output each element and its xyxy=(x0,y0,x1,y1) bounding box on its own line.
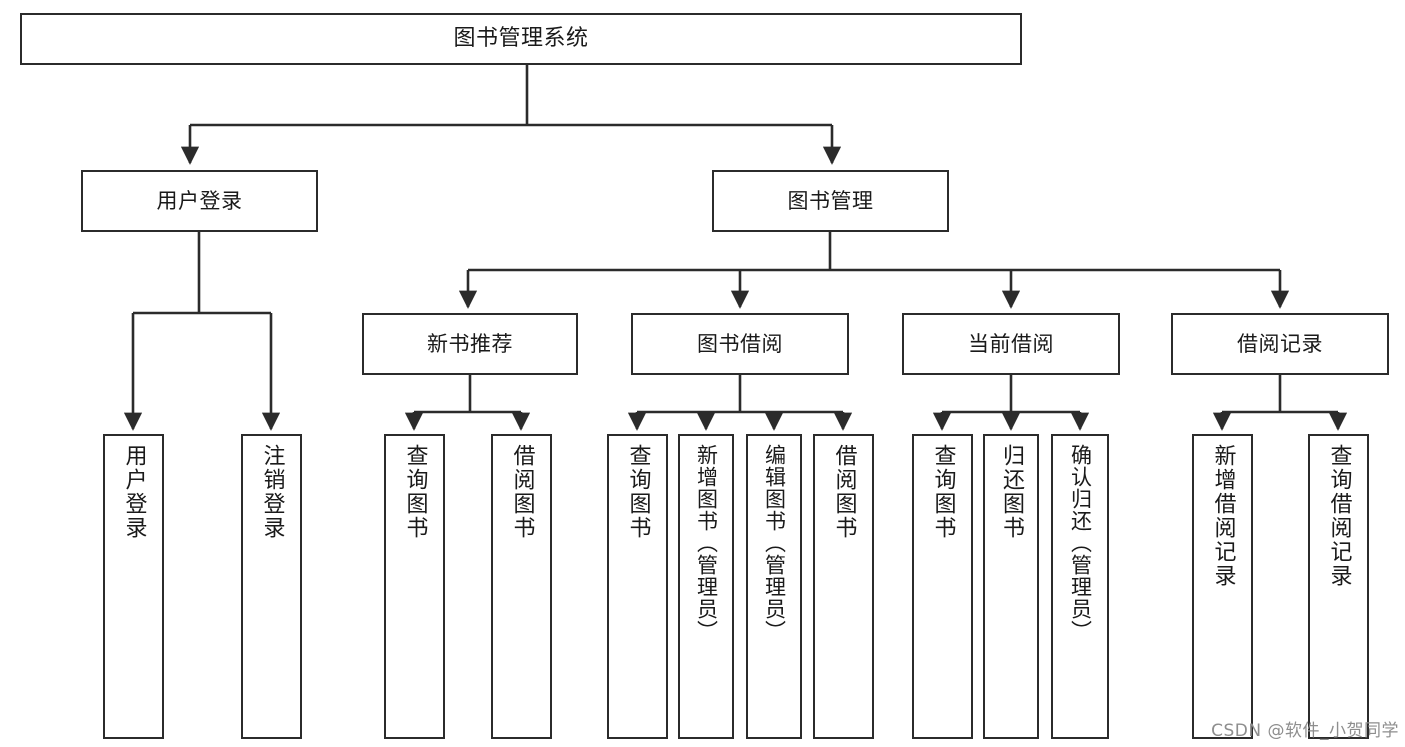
leaf-add-book[interactable]: 新增图书（管理员） xyxy=(678,434,734,739)
leaf-query-borrow-record[interactable]: 查询借阅记录 xyxy=(1308,434,1369,739)
node-user-login[interactable]: 用户登录 xyxy=(81,170,318,232)
node-label: 新增借阅记录 xyxy=(1210,444,1236,588)
watermark-text: CSDN @软件_小贺同学 xyxy=(1211,721,1399,741)
node-label: 当前借阅 xyxy=(968,331,1054,356)
node-label: 注销登录 xyxy=(259,444,285,540)
leaf-query-book-a[interactable]: 查询图书 xyxy=(384,434,445,739)
leaf-query-book-c[interactable]: 查询图书 xyxy=(912,434,973,739)
node-book-management[interactable]: 图书管理 xyxy=(712,170,949,232)
node-label: 借阅记录 xyxy=(1237,331,1323,356)
node-label: 借阅图书 xyxy=(831,444,857,540)
leaf-logout[interactable]: 注销登录 xyxy=(241,434,302,739)
node-label: 查询借阅记录 xyxy=(1326,444,1352,588)
node-root-system[interactable]: 图书管理系统 xyxy=(20,13,1022,65)
node-label: 查询图书 xyxy=(402,444,428,540)
leaf-user-login[interactable]: 用户登录 xyxy=(103,434,164,739)
leaf-query-book-b[interactable]: 查询图书 xyxy=(607,434,668,739)
leaf-borrow-book-b[interactable]: 借阅图书 xyxy=(813,434,874,739)
node-new-book-recommend[interactable]: 新书推荐 xyxy=(362,313,578,375)
leaf-add-borrow-record[interactable]: 新增借阅记录 xyxy=(1192,434,1253,739)
node-label: 图书管理系统 xyxy=(453,26,589,52)
leaf-borrow-book-a[interactable]: 借阅图书 xyxy=(491,434,552,739)
node-book-borrow[interactable]: 图书借阅 xyxy=(631,313,849,375)
node-label: 图书管理 xyxy=(787,188,874,213)
node-label: 新增图书（管理员） xyxy=(694,444,719,642)
node-label: 查询图书 xyxy=(930,444,956,540)
node-label: 查询图书 xyxy=(625,444,651,540)
node-label: 图书借阅 xyxy=(697,331,783,356)
node-current-borrow[interactable]: 当前借阅 xyxy=(902,313,1120,375)
node-label: 新书推荐 xyxy=(427,331,513,356)
leaf-edit-book[interactable]: 编辑图书（管理员） xyxy=(746,434,802,739)
node-label: 编辑图书（管理员） xyxy=(762,444,787,642)
leaf-confirm-return[interactable]: 确认归还（管理员） xyxy=(1051,434,1109,739)
node-label: 确认归还（管理员） xyxy=(1068,444,1093,642)
leaf-return-book[interactable]: 归还图书 xyxy=(983,434,1039,739)
node-label: 归还图书 xyxy=(999,444,1024,540)
node-borrow-record[interactable]: 借阅记录 xyxy=(1171,313,1389,375)
node-label: 借阅图书 xyxy=(509,444,535,540)
node-label: 用户登录 xyxy=(156,188,243,213)
node-label: 用户登录 xyxy=(121,444,147,540)
